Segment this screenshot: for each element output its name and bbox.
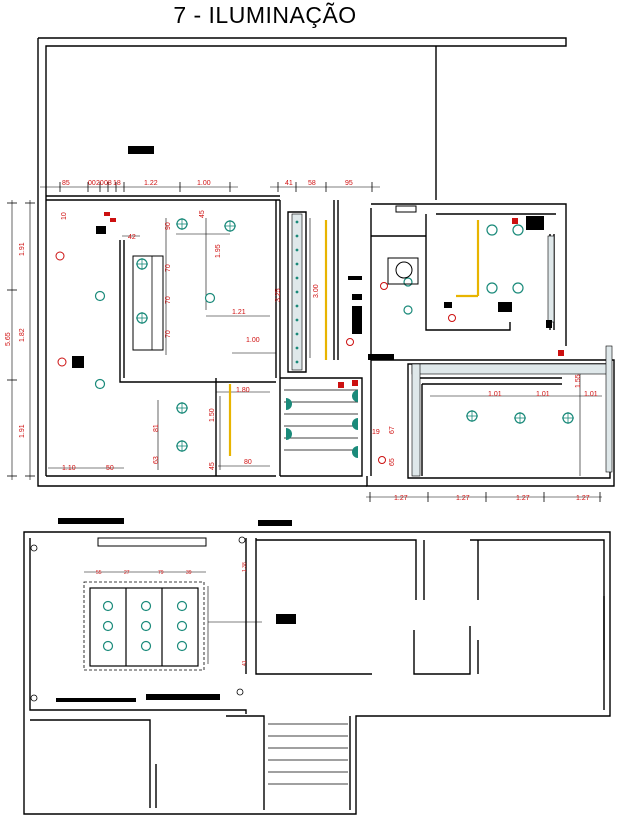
svg-text:1.50: 1.50 bbox=[209, 408, 216, 422]
ceiling-light-cross bbox=[136, 218, 574, 452]
svg-text:1.27: 1.27 bbox=[516, 495, 530, 502]
svg-text:3.00: 3.00 bbox=[313, 284, 320, 298]
svg-text:1.01: 1.01 bbox=[488, 391, 502, 398]
svg-text:70: 70 bbox=[165, 296, 172, 304]
svg-text:1.01: 1.01 bbox=[584, 391, 598, 398]
svg-text:58: 58 bbox=[308, 180, 316, 187]
svg-text:70: 70 bbox=[165, 264, 172, 272]
svg-text:3.25: 3.25 bbox=[275, 288, 282, 302]
svg-text:70: 70 bbox=[165, 330, 172, 338]
svg-text:1.00: 1.00 bbox=[246, 337, 260, 344]
svg-text:5.65: 5.65 bbox=[5, 332, 12, 346]
svg-text:1.27: 1.27 bbox=[456, 495, 470, 502]
svg-text:1.91: 1.91 bbox=[19, 242, 26, 256]
svg-text:20: 20 bbox=[96, 180, 104, 187]
svg-text:95: 95 bbox=[345, 180, 353, 187]
svg-text:39: 39 bbox=[186, 570, 192, 576]
svg-text:1.21: 1.21 bbox=[232, 309, 246, 316]
svg-text:19: 19 bbox=[372, 429, 380, 436]
svg-text:18: 18 bbox=[113, 180, 121, 187]
svg-text:42: 42 bbox=[128, 234, 136, 241]
svg-text:1.10: 1.10 bbox=[62, 465, 76, 472]
dimension-lines bbox=[11, 186, 602, 498]
svg-text:1.01: 1.01 bbox=[536, 391, 550, 398]
profile-dots bbox=[295, 220, 299, 364]
svg-text:08: 08 bbox=[104, 180, 112, 187]
svg-text:85: 85 bbox=[62, 180, 70, 187]
fixed-panel bbox=[132, 255, 164, 351]
dimension-labels-top: 85 00 20 08 18 1.22 1.00 41 58 95 bbox=[62, 180, 353, 187]
stair-treads bbox=[284, 389, 358, 451]
svg-text:45: 45 bbox=[209, 462, 216, 470]
dimension-labels-left: 1.91 5.65 1.82 1.91 bbox=[5, 242, 26, 438]
lower-dimension-lines bbox=[84, 560, 262, 672]
svg-text:65: 65 bbox=[389, 458, 396, 466]
svg-text:1.80: 1.80 bbox=[236, 387, 250, 394]
dashed-ceiling-frame bbox=[83, 581, 205, 671]
wall-light-icon-lower bbox=[30, 536, 246, 702]
svg-text:63: 63 bbox=[153, 456, 160, 464]
svg-text:41: 41 bbox=[242, 660, 248, 666]
svg-text:27: 27 bbox=[124, 570, 130, 576]
black-blocks bbox=[72, 146, 552, 368]
svg-text:1.82: 1.82 bbox=[19, 328, 26, 342]
svg-text:00: 00 bbox=[88, 180, 96, 187]
page-title: 7 - ILUMINAÇÃO bbox=[173, 2, 357, 28]
ceiling-light-icon-lower bbox=[102, 600, 188, 652]
bathroom-fixture bbox=[387, 205, 419, 285]
svg-text:1.27: 1.27 bbox=[576, 495, 590, 502]
ceiling-panels bbox=[89, 587, 199, 667]
led-strip-icon bbox=[228, 220, 480, 456]
svg-text:80: 80 bbox=[244, 459, 252, 466]
svg-text:1.91: 1.91 bbox=[19, 424, 26, 438]
svg-text:1.55: 1.55 bbox=[575, 374, 582, 388]
svg-text:90: 90 bbox=[165, 222, 172, 230]
svg-text:1.95: 1.95 bbox=[215, 244, 222, 258]
fixed-panel-inner bbox=[151, 255, 164, 351]
linear-profile bbox=[291, 213, 613, 477]
svg-text:1.22: 1.22 bbox=[144, 180, 158, 187]
svg-text:41: 41 bbox=[285, 180, 293, 187]
dimension-ticks bbox=[7, 182, 601, 502]
bench-lower bbox=[97, 537, 207, 547]
switch-icon bbox=[104, 212, 564, 388]
svg-text:1.38: 1.38 bbox=[242, 562, 248, 572]
dimension-labels-interior: 10 42 90 45 1.95 70 70 70 1.21 3.25 3.00… bbox=[61, 210, 598, 502]
wall-light-icon bbox=[286, 390, 358, 458]
upper-walls bbox=[37, 37, 615, 487]
stair-treads-lower bbox=[268, 723, 348, 785]
outlet-icon bbox=[55, 251, 456, 464]
svg-text:81: 81 bbox=[153, 424, 160, 432]
svg-text:79: 79 bbox=[158, 570, 164, 576]
lower-black-labels bbox=[56, 518, 296, 702]
svg-text:67: 67 bbox=[389, 426, 396, 434]
svg-text:1.27: 1.27 bbox=[394, 495, 408, 502]
svg-text:50: 50 bbox=[106, 465, 114, 472]
svg-text:10: 10 bbox=[61, 212, 68, 220]
svg-text:55: 55 bbox=[96, 570, 102, 576]
lower-dimension-labels: 55 27 79 39 1.38 41 bbox=[96, 562, 248, 666]
svg-text:45: 45 bbox=[199, 210, 206, 218]
svg-text:1.00: 1.00 bbox=[197, 180, 211, 187]
